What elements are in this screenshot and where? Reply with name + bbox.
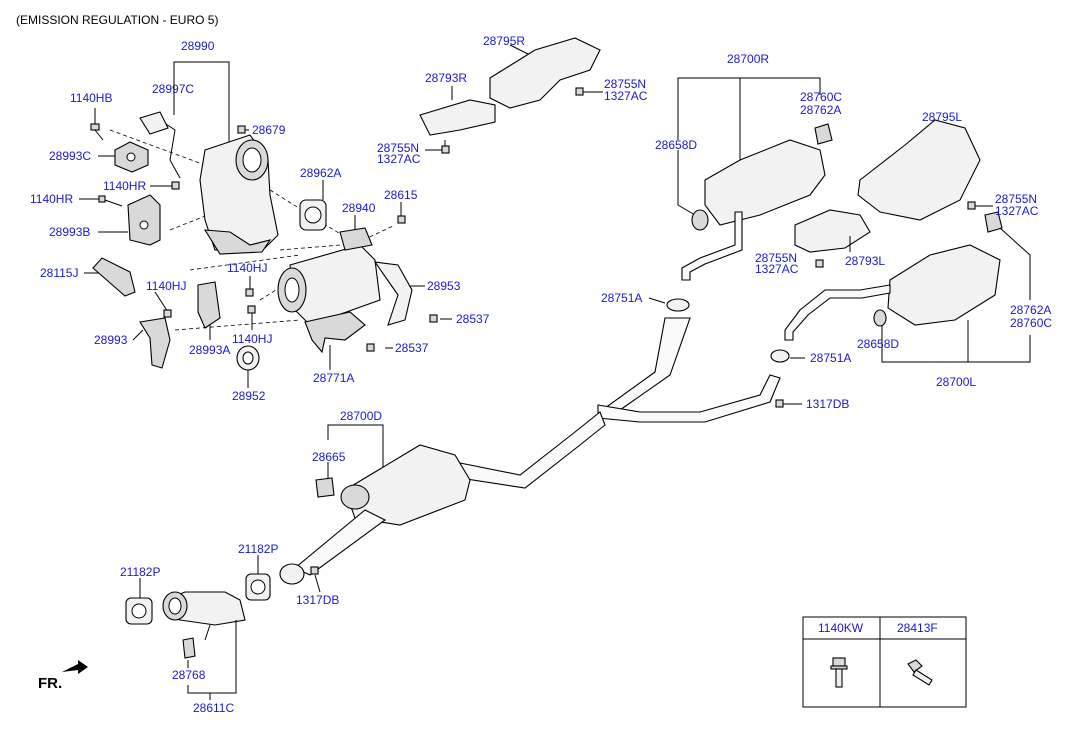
labels-center: 28700D 28665 <box>312 409 382 464</box>
label-21182p-b: 21182P <box>238 542 278 556</box>
bracket-28993 <box>139 317 171 369</box>
label-28993b: 28993B <box>49 225 90 239</box>
fr-label: FR. <box>38 675 62 692</box>
label-28537-a: 28537 <box>456 312 490 326</box>
label-28755n-a: 28755N <box>604 77 646 91</box>
label-28755n-b: 28755N <box>377 141 419 155</box>
legend-col-1140kw: 1140KW <box>818 621 864 635</box>
label-28700d: 28700D <box>340 409 382 423</box>
label-28762a-b: 28762A <box>1010 303 1051 317</box>
regulation-header: (EMISSION REGULATION - EURO 5) <box>16 13 218 27</box>
legend-col-28413f: 28413F <box>897 621 938 635</box>
label-1327ac-d: 1327AC <box>755 262 799 276</box>
label-1140hr-b: 1140HR <box>30 192 73 206</box>
flange-bolt-icon <box>830 657 848 688</box>
label-28115j: 28115J <box>40 266 78 280</box>
label-28755n-c: 28755N <box>995 192 1037 206</box>
dpf-28940 <box>277 227 381 326</box>
labels-ypipe: 28751A 28751A 1317DB <box>601 291 851 411</box>
label-1140hr-a: 1140HR <box>103 179 146 193</box>
fr-arrow-icon <box>62 660 88 674</box>
label-28940: 28940 <box>342 201 376 215</box>
label-1317db-b: 1317DB <box>296 593 339 607</box>
label-28751a-a: 28751A <box>601 291 642 305</box>
labels-muffler: 28700R 28760C 28762A 28658D 28795L 28755… <box>655 52 1052 389</box>
center-muffler <box>293 411 606 576</box>
label-1140hj-b: 1140HJ <box>146 279 186 293</box>
gasket-28952 <box>236 345 260 371</box>
shields-right-upper <box>419 37 603 154</box>
label-28679: 28679 <box>252 123 286 137</box>
gasket-28962a <box>299 199 327 231</box>
label-28760c-b: 28760C <box>1010 316 1052 330</box>
label-28700r: 28700R <box>727 52 769 66</box>
label-28615: 28615 <box>384 188 418 202</box>
label-28993a: 28993A <box>189 343 230 357</box>
label-28700l: 28700L <box>936 375 976 389</box>
bracket-28993b <box>127 194 161 246</box>
label-28793r: 28793R <box>425 71 467 85</box>
label-1327ac-b: 1327AC <box>377 152 421 166</box>
bracket-28993c <box>114 141 149 173</box>
label-28768: 28768 <box>172 668 206 682</box>
label-28962a: 28962A <box>300 166 341 180</box>
label-28755n-d: 28755N <box>755 251 797 265</box>
converter-28990 <box>139 111 279 255</box>
label-28771a: 28771A <box>313 371 354 385</box>
front-direction-indicator: FR. <box>38 660 88 692</box>
label-1327ac-c: 1327AC <box>995 204 1039 218</box>
legend-table: 1140KW 28413F <box>802 616 967 708</box>
bracket-28771a <box>304 311 366 354</box>
label-21182p-a: 21182P <box>120 565 160 579</box>
labels-shields-r: 28795R 28793R 28755N 1327AC 28755N 1327A… <box>377 34 648 166</box>
label-28953: 28953 <box>427 279 461 293</box>
label-28658d-a: 28658D <box>655 138 697 152</box>
shield-28953 <box>373 261 413 326</box>
label-28665: 28665 <box>312 450 346 464</box>
label-28751a-b: 28751A <box>810 351 851 365</box>
label-28658d-b: 28658D <box>857 337 899 351</box>
bolts-cat <box>98 125 438 352</box>
label-28537-b: 28537 <box>395 341 429 355</box>
label-28952: 28952 <box>232 389 266 403</box>
label-28997c: 28997C <box>152 82 194 96</box>
labels-front: 21182P 21182P 1317DB 28768 28611C <box>120 542 339 715</box>
label-28762a-a: 28762A <box>800 103 841 117</box>
y-pipe <box>597 297 805 423</box>
label-28993: 28993 <box>94 333 128 347</box>
label-28990: 28990 <box>181 39 215 53</box>
muffler-left <box>784 119 1031 363</box>
label-28611c: 28611C <box>193 701 234 715</box>
bracket-28993a <box>197 281 221 329</box>
label-28795r: 28795R <box>483 34 525 48</box>
front-pipe <box>125 555 321 700</box>
label-28993c: 28993C <box>49 149 91 163</box>
label-1140hj-a: 1140HJ <box>227 261 267 275</box>
label-28795l: 28795L <box>922 110 962 124</box>
label-1327ac-a: 1327AC <box>604 89 648 103</box>
label-1140hb: 1140HB <box>70 91 112 105</box>
labels-cat: 28990 28997C 1140HB 28679 28993C 1140HR … <box>30 39 490 403</box>
part-28115j <box>92 257 136 297</box>
label-1317db-a: 1317DB <box>806 397 849 411</box>
label-28793l: 28793L <box>845 254 885 268</box>
bolt-1140hb <box>90 123 104 141</box>
muffler-right <box>677 77 871 281</box>
label-1140hj-c: 1140HJ <box>232 332 272 346</box>
hex-bolt-icon <box>907 659 933 686</box>
label-28760c-a: 28760C <box>800 90 842 104</box>
